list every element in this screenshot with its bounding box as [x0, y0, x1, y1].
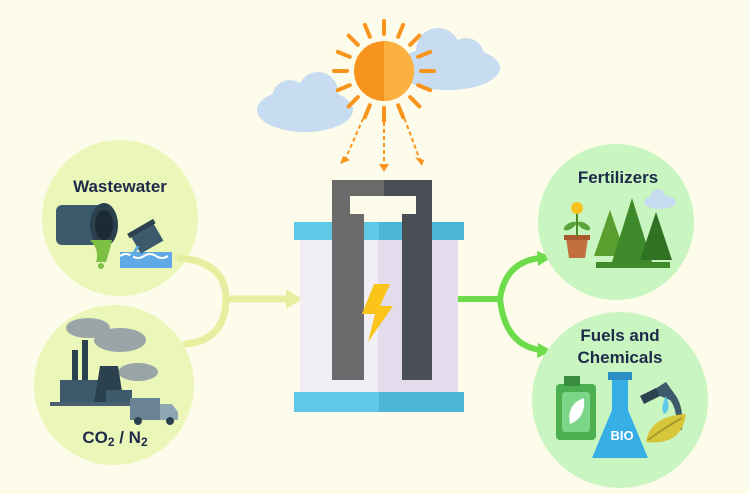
- wastewater-label: Wastewater: [73, 177, 167, 196]
- sun-icon: [332, 19, 436, 123]
- output-arrowhead-top: [537, 251, 552, 266]
- fuel-nozzle-icon: [640, 382, 683, 430]
- sunlight-arrows: [344, 111, 421, 164]
- leaf-icon: [646, 414, 686, 443]
- sun-ray: [362, 22, 372, 39]
- pine-tree-icon: [594, 198, 672, 268]
- flask-icon: [592, 372, 648, 458]
- cloud-icon: [644, 189, 676, 209]
- sewer-pipe-icon: [56, 203, 118, 269]
- input-arrow: [176, 254, 290, 348]
- sun-ray: [346, 33, 360, 47]
- co2-n2-label: CO2 / N2: [82, 428, 148, 449]
- sun-ray: [335, 83, 352, 93]
- sun-ray: [396, 22, 406, 39]
- water-bucket-icon: [119, 218, 172, 268]
- plant-pot-icon: [563, 202, 591, 258]
- output-arrowhead-bottom: [537, 343, 552, 358]
- sunlight-arrowheads: [340, 156, 424, 172]
- fuel-can-icon: [556, 376, 596, 440]
- output-arrow: [453, 255, 543, 353]
- sun-ray: [416, 83, 433, 93]
- fertilizers-circle: [538, 144, 694, 300]
- sun-ray: [362, 103, 372, 120]
- sun-ray: [335, 49, 352, 59]
- fuels-label-line1: Fuels and: [580, 326, 660, 345]
- sun-ray: [346, 95, 360, 109]
- lightning-bolt-icon: [362, 284, 393, 342]
- cloud-icon: [257, 72, 353, 132]
- sun-ray: [416, 49, 433, 59]
- truck-icon: [130, 398, 178, 425]
- fertilizers-label: Fertilizers: [577, 168, 659, 187]
- sun-ray: [408, 33, 422, 47]
- fuels-label-line2: Chemicals: [577, 348, 663, 367]
- sun-ray: [408, 95, 422, 109]
- factory-icon: [50, 318, 158, 406]
- bio-label: BIO: [610, 428, 634, 443]
- input-arrowhead: [286, 289, 302, 309]
